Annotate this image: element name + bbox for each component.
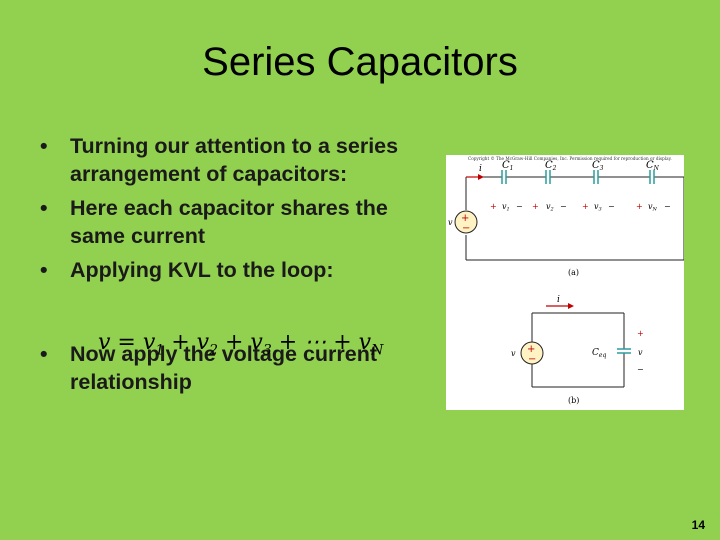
svg-text:v: v: [448, 218, 453, 227]
bullet-item: • Applying KVL to the loop:: [40, 256, 435, 284]
svg-text:v1: v1: [502, 202, 510, 213]
svg-text:−: −: [608, 202, 615, 211]
svg-text:−: −: [637, 365, 644, 374]
voltage-source-icon: [454, 210, 478, 234]
caption-a: (a): [568, 268, 579, 277]
svg-text:−: −: [516, 202, 523, 211]
svg-text:+: +: [532, 202, 539, 211]
svg-text:v2: v2: [546, 202, 554, 213]
svg-text:C2: C2: [545, 160, 557, 172]
svg-text:i: i: [557, 295, 560, 305]
circuit-diagram: Copyright © The McGraw-Hill Companies, I…: [448, 156, 684, 405]
svg-text:Ceq: Ceq: [592, 348, 606, 359]
svg-text:v: v: [511, 349, 516, 358]
kvl-equation: v = v1 + v2 + v3 + ⋯ + vN: [98, 330, 384, 359]
svg-text:+: +: [461, 213, 469, 224]
svg-text:v: v: [638, 348, 643, 357]
bullet-text: Here each capacitor shares the same curr…: [70, 196, 388, 248]
svg-text:+: +: [582, 202, 589, 211]
svg-text:−: −: [528, 354, 536, 365]
svg-text:−: −: [462, 223, 470, 234]
svg-text:+: +: [527, 344, 535, 355]
bullet-text: Now apply the voltage current relationsh…: [70, 342, 378, 394]
svg-text:v3: v3: [594, 202, 602, 213]
bullet-list: • Turning our attention to a series arran…: [40, 132, 435, 402]
svg-text:+: +: [490, 202, 497, 211]
bullet-dot: •: [40, 196, 48, 220]
copyright-notice: Copyright © The McGraw-Hill Companies, I…: [468, 156, 672, 161]
capacitor-labels: C1 C2 C3 CN: [502, 160, 660, 172]
bullet-dot: •: [40, 258, 48, 282]
svg-text:vN: vN: [648, 202, 658, 213]
bullet-text: Turning our attention to a series arrang…: [70, 134, 399, 186]
capacitor-icon: [501, 170, 655, 184]
bullet-dot: •: [40, 342, 48, 366]
circuit-a: [454, 170, 684, 261]
voltage-source-icon: [520, 341, 544, 365]
bullet-item: • Turning our attention to a series arran…: [40, 132, 435, 188]
bullet-dot: •: [40, 134, 48, 158]
capacitor-icon: [617, 348, 631, 354]
circuit-figure: Copyright © The McGraw-Hill Companies, I…: [446, 155, 684, 410]
svg-text:C3: C3: [592, 160, 604, 172]
bullet-item: • Here each capacitor shares the same cur…: [40, 194, 435, 250]
slide-title: Series Capacitors: [202, 40, 518, 84]
current-arrow-icon: [478, 174, 484, 180]
svg-text:i: i: [479, 164, 482, 174]
svg-text:−: −: [560, 202, 567, 211]
svg-text:CN: CN: [646, 160, 660, 172]
svg-text:C1: C1: [502, 160, 513, 172]
svg-text:+: +: [636, 202, 643, 211]
circuit-b: [520, 305, 631, 388]
bullet-text: Applying KVL to the loop:: [70, 258, 334, 282]
svg-text:−: −: [664, 202, 671, 211]
caption-b: (b): [568, 396, 579, 405]
svg-text:+: +: [637, 329, 644, 338]
bullet-item: • Now apply the voltage current relations…: [40, 340, 435, 396]
voltage-drop-labels: + v1 − + v2 − + v3 − + vN −: [490, 202, 671, 213]
page-number: 14: [691, 518, 705, 532]
current-arrow-icon: [568, 303, 574, 309]
